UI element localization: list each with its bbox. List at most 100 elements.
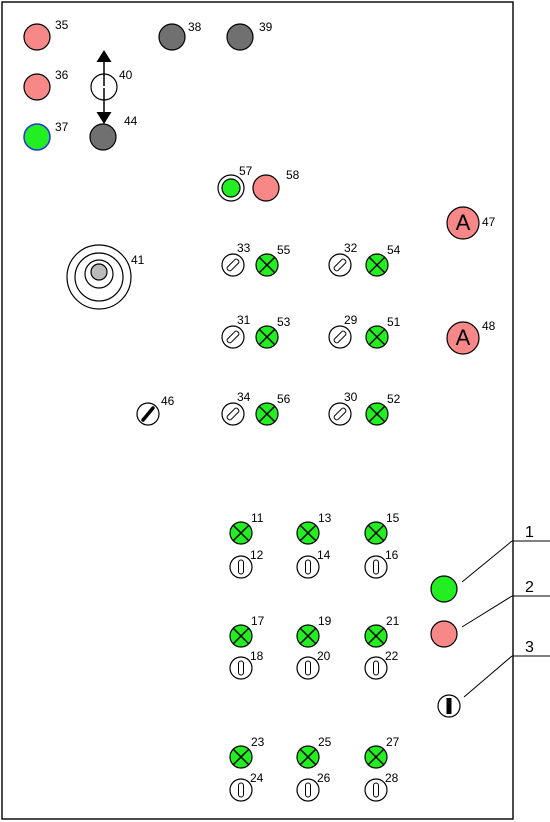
indicator-lamp-label: 19 bbox=[318, 614, 332, 628]
ammeter-48: A 48 bbox=[446, 319, 496, 355]
lamp-39-label: 39 bbox=[259, 20, 273, 34]
key-switch-label: 28 bbox=[385, 771, 399, 785]
leader-line bbox=[461, 540, 513, 583]
indicator-lamp-51: 51 bbox=[365, 315, 401, 349]
lamp-39: 39 bbox=[226, 20, 273, 51]
lamp-58: 58 bbox=[252, 168, 300, 202]
selector-switch-31: 31 bbox=[221, 313, 251, 349]
selector-handle-icon bbox=[333, 330, 347, 344]
selector-switch-label: 33 bbox=[237, 241, 251, 255]
cross-icon bbox=[232, 748, 250, 766]
legend-label-3: 3 bbox=[525, 639, 534, 656]
cross-icon bbox=[232, 524, 250, 542]
key-switch-22: 22 bbox=[364, 649, 399, 680]
ammeter-47: A 47 bbox=[446, 206, 496, 240]
legend-switch-handle-icon bbox=[446, 698, 452, 714]
lamp-57-label: 57 bbox=[239, 164, 253, 178]
cross-icon bbox=[368, 405, 386, 423]
selector-handle-shape bbox=[333, 258, 347, 272]
selector-46-label: 46 bbox=[161, 394, 175, 408]
indicator-lamp-label: 53 bbox=[277, 315, 291, 329]
lamp-35: 35 bbox=[23, 18, 69, 51]
indicator-lamp-label: 27 bbox=[386, 735, 400, 749]
selector-switch-34: 34 bbox=[221, 390, 251, 426]
legend-item-3: 3 bbox=[437, 639, 550, 718]
key-switch-28: 28 bbox=[364, 771, 399, 802]
lamp-57: 57 bbox=[217, 164, 253, 202]
lamp-35-body bbox=[23, 23, 51, 51]
selector-handle-shape bbox=[226, 258, 240, 272]
cross-icon bbox=[367, 748, 385, 766]
key-switch-label: 22 bbox=[385, 649, 399, 663]
lamp-35-label: 35 bbox=[55, 18, 69, 32]
key-switch-12: 12 bbox=[229, 548, 264, 579]
legend-lamp-2-body bbox=[430, 620, 458, 648]
legend-label-2: 2 bbox=[525, 579, 534, 596]
cross-icon bbox=[258, 328, 276, 346]
key-switch-label: 16 bbox=[385, 548, 399, 562]
key-slot-icon bbox=[373, 782, 379, 798]
lamp-44-label: 44 bbox=[124, 114, 138, 128]
lamp-36-body bbox=[23, 73, 51, 101]
selector-46: 46 bbox=[136, 394, 175, 426]
indicator-lamp-55: 55 bbox=[255, 243, 291, 277]
selector-switch-33: 33 bbox=[221, 241, 251, 277]
indicator-lamp-label: 56 bbox=[277, 392, 291, 406]
lamp-39-body bbox=[226, 23, 254, 51]
cross-icon bbox=[299, 748, 317, 766]
selector-switch-30: 30 bbox=[328, 390, 358, 426]
indicator-lamp-label: 13 bbox=[318, 511, 332, 525]
key-slot-icon bbox=[238, 660, 244, 676]
indicator-lamp-25: 25 bbox=[296, 735, 332, 769]
joystick-knob-icon bbox=[90, 263, 108, 281]
indicator-lamp-label: 51 bbox=[387, 315, 401, 329]
selector-handle-icon bbox=[333, 258, 347, 272]
legend-lamp-1-body bbox=[430, 575, 458, 603]
selector-handle-icon bbox=[226, 330, 240, 344]
legend-item-2: 2 bbox=[430, 579, 550, 648]
selector-switch-label: 29 bbox=[344, 313, 358, 327]
key-slot-icon bbox=[305, 660, 311, 676]
indicator-lamp-15: 15 bbox=[364, 511, 400, 545]
indicator-lamp-27: 27 bbox=[364, 735, 400, 769]
selector-handle-shape bbox=[333, 407, 347, 421]
key-switch-14: 14 bbox=[296, 548, 331, 579]
selector-handle-icon bbox=[333, 407, 347, 421]
key-switch-24: 24 bbox=[229, 771, 264, 802]
cross-icon bbox=[232, 627, 250, 645]
indicator-lamp-11: 11 bbox=[229, 511, 264, 545]
ammeter-symbol: A bbox=[456, 325, 471, 350]
ammeter-48-body bbox=[446, 321, 480, 355]
key-switch-18: 18 bbox=[229, 649, 264, 680]
key-slot-icon bbox=[305, 782, 311, 798]
indicator-lamp-21: 21 bbox=[364, 614, 400, 648]
cross-icon bbox=[299, 524, 317, 542]
indicator-lamp-label: 15 bbox=[386, 511, 400, 525]
ammeter-47-body bbox=[446, 206, 480, 240]
key-slot-icon bbox=[305, 559, 311, 575]
selector-handle-shape bbox=[226, 330, 240, 344]
selector-46-handle-icon bbox=[141, 406, 155, 422]
key-slot-icon bbox=[373, 660, 379, 676]
lamp-38-body bbox=[158, 23, 186, 51]
indicator-lamp-label: 54 bbox=[387, 243, 401, 257]
key-slot-icon bbox=[373, 559, 379, 575]
key-switch-label: 18 bbox=[250, 649, 264, 663]
indicator-lamp-23: 23 bbox=[229, 735, 265, 769]
indicator-lamp-53: 53 bbox=[255, 315, 291, 349]
indicator-lamp-56: 56 bbox=[255, 392, 291, 426]
key-switch-label: 26 bbox=[317, 771, 331, 785]
selector-switch-label: 30 bbox=[344, 390, 358, 404]
selector-handle-icon bbox=[226, 407, 240, 421]
lamp-38-label: 38 bbox=[188, 20, 202, 34]
selector-handle-shape bbox=[333, 330, 347, 344]
cross-icon bbox=[299, 627, 317, 645]
indicator-lamp-52: 52 bbox=[365, 392, 401, 426]
lamp-36-label: 36 bbox=[55, 68, 69, 82]
selector-switch-label: 34 bbox=[237, 390, 251, 404]
legend: 1 2 3 bbox=[430, 524, 550, 718]
ammeter-47-label: 47 bbox=[482, 215, 496, 229]
panel-border bbox=[1, 1, 514, 820]
key-slot-icon bbox=[238, 782, 244, 798]
